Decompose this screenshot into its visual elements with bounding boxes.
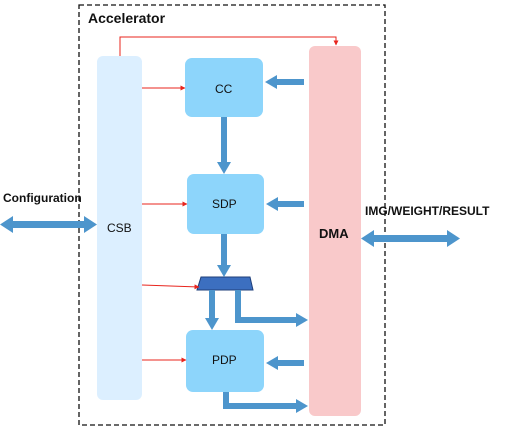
configuration-label: Configuration <box>3 191 82 205</box>
cc-block <box>185 58 263 117</box>
dma-to-sdp-arrow <box>266 197 304 211</box>
cc-label: CC <box>215 82 233 96</box>
cc-to-sdp-arrow <box>217 117 231 174</box>
dma-to-cc-arrow <box>265 75 304 89</box>
accelerator-title: Accelerator <box>88 10 166 26</box>
pdp-to-dma-arrow <box>223 392 308 413</box>
csb-label: CSB <box>107 221 132 235</box>
csb-to-mux-control <box>141 284 200 290</box>
pdp-label: PDP <box>212 353 237 367</box>
csb-block <box>97 56 142 400</box>
configuration-double-arrow <box>0 216 97 233</box>
mux-icon <box>196 276 254 291</box>
dma-block <box>309 46 361 416</box>
img-weight-result-double-arrow <box>361 230 460 247</box>
mux-to-dma-arrow <box>235 290 308 327</box>
accelerator-boundary <box>78 4 386 426</box>
pdp-block <box>186 330 264 392</box>
csb-to-dma-control <box>119 36 339 56</box>
dma-to-pdp-arrow <box>266 356 304 370</box>
sdp-to-mux-arrow <box>217 234 231 277</box>
sdp-label: SDP <box>212 197 237 211</box>
dma-label: DMA <box>319 226 349 241</box>
img-weight-result-label: IMG/WEIGHT/RESULT <box>365 204 490 218</box>
mux-to-pdp-arrow <box>205 290 219 330</box>
sdp-block <box>187 174 264 234</box>
